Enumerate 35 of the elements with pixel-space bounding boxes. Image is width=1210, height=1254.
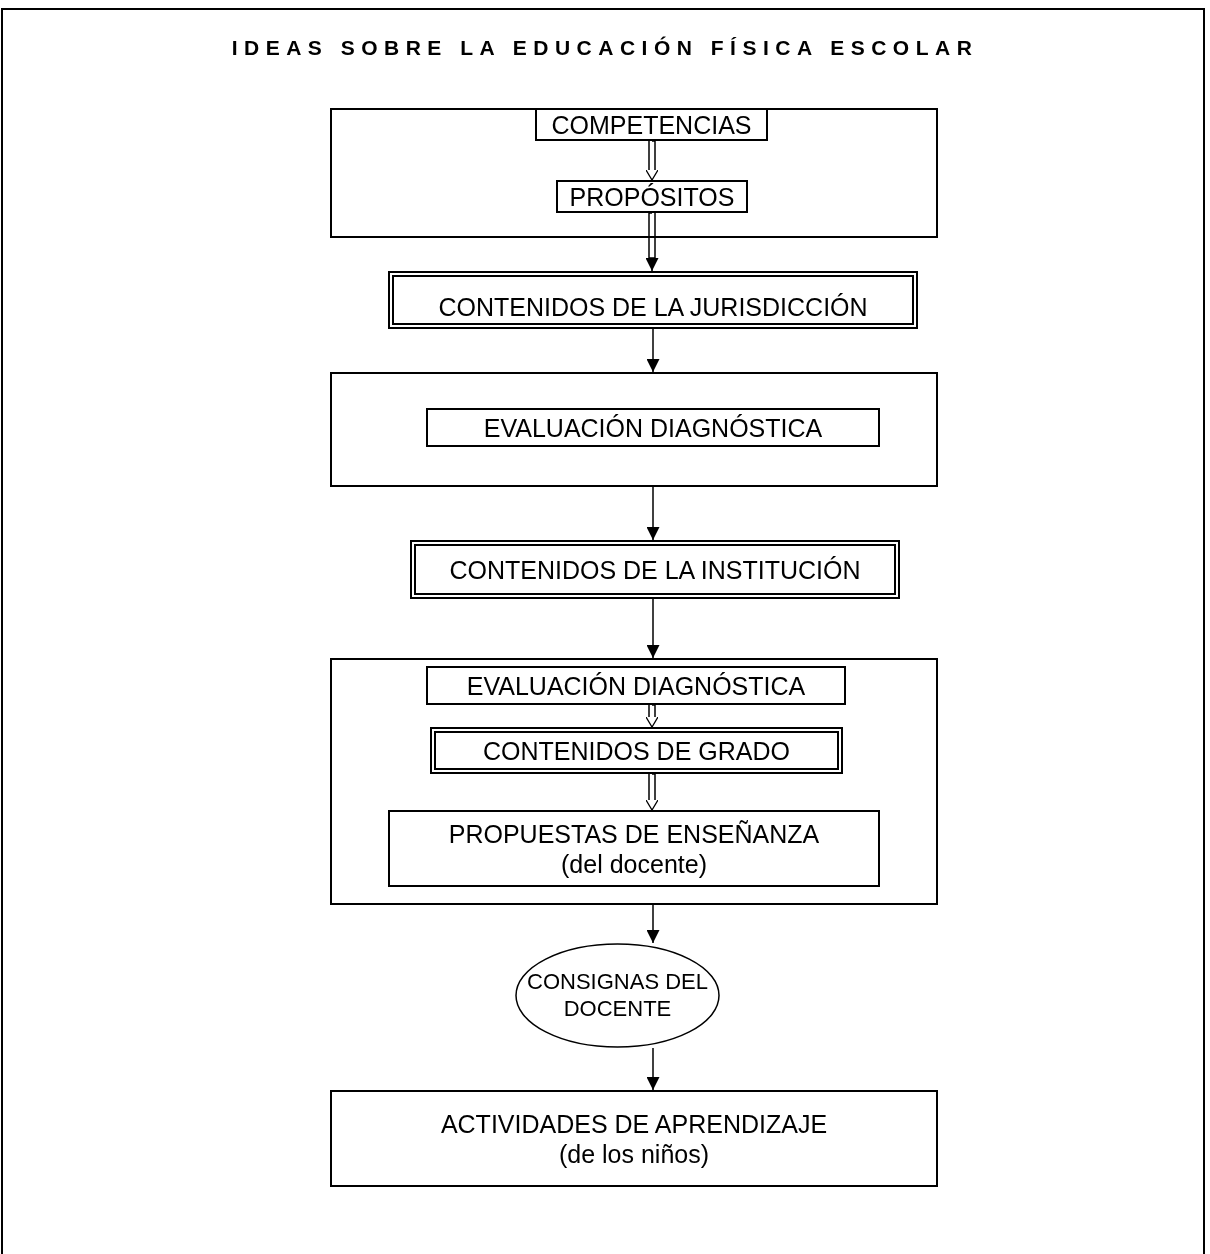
arrow bbox=[645, 773, 659, 811]
arrow bbox=[646, 328, 660, 373]
group-box bbox=[330, 658, 938, 905]
group-box bbox=[330, 372, 938, 487]
process-ellipse bbox=[515, 943, 720, 1048]
arrow bbox=[646, 598, 660, 659]
node-text: ACTIVIDADES DE APRENDIZAJE bbox=[440, 1108, 828, 1139]
arrow bbox=[646, 904, 660, 944]
process-box bbox=[426, 408, 880, 447]
node-text: CONTENIDOS DE GRADO bbox=[483, 735, 790, 766]
group-box bbox=[330, 108, 938, 238]
node-text: CONSIGNAS DEL DOCENTE bbox=[526, 969, 709, 1022]
node-text: EVALUACIÓN DIAGNÓSTICA bbox=[483, 412, 823, 443]
double-border-box bbox=[410, 540, 900, 599]
arrow bbox=[645, 140, 659, 181]
node-text: CONTENIDOS DE LA JURISDICCIÓN bbox=[438, 292, 868, 322]
process-box bbox=[426, 666, 846, 705]
node-text: CONTENIDOS DE LA INSTITUCIÓN bbox=[449, 554, 861, 585]
process-box bbox=[388, 810, 880, 887]
double-border-box bbox=[388, 271, 918, 329]
process-box bbox=[556, 180, 748, 213]
arrow bbox=[646, 1047, 660, 1091]
node-text: COMPETENCIAS bbox=[551, 109, 752, 140]
process-box bbox=[330, 1090, 938, 1187]
node-text: PROPÓSITOS bbox=[569, 181, 735, 212]
node-text: EVALUACIÓN DIAGNÓSTICA bbox=[466, 670, 806, 701]
node-text: (del docente) bbox=[561, 848, 707, 879]
node-text: (de los niños) bbox=[558, 1138, 710, 1169]
arrow bbox=[645, 212, 659, 272]
arrow bbox=[646, 486, 660, 541]
arrow bbox=[645, 704, 659, 728]
process-box bbox=[535, 108, 768, 141]
double-border-box bbox=[430, 727, 843, 774]
diagram-title: IDEAS SOBRE LA EDUCACIÓN FÍSICA ESCOLAR bbox=[230, 36, 980, 60]
node-text: PROPUESTAS DE ENSEÑANZA bbox=[448, 818, 820, 849]
